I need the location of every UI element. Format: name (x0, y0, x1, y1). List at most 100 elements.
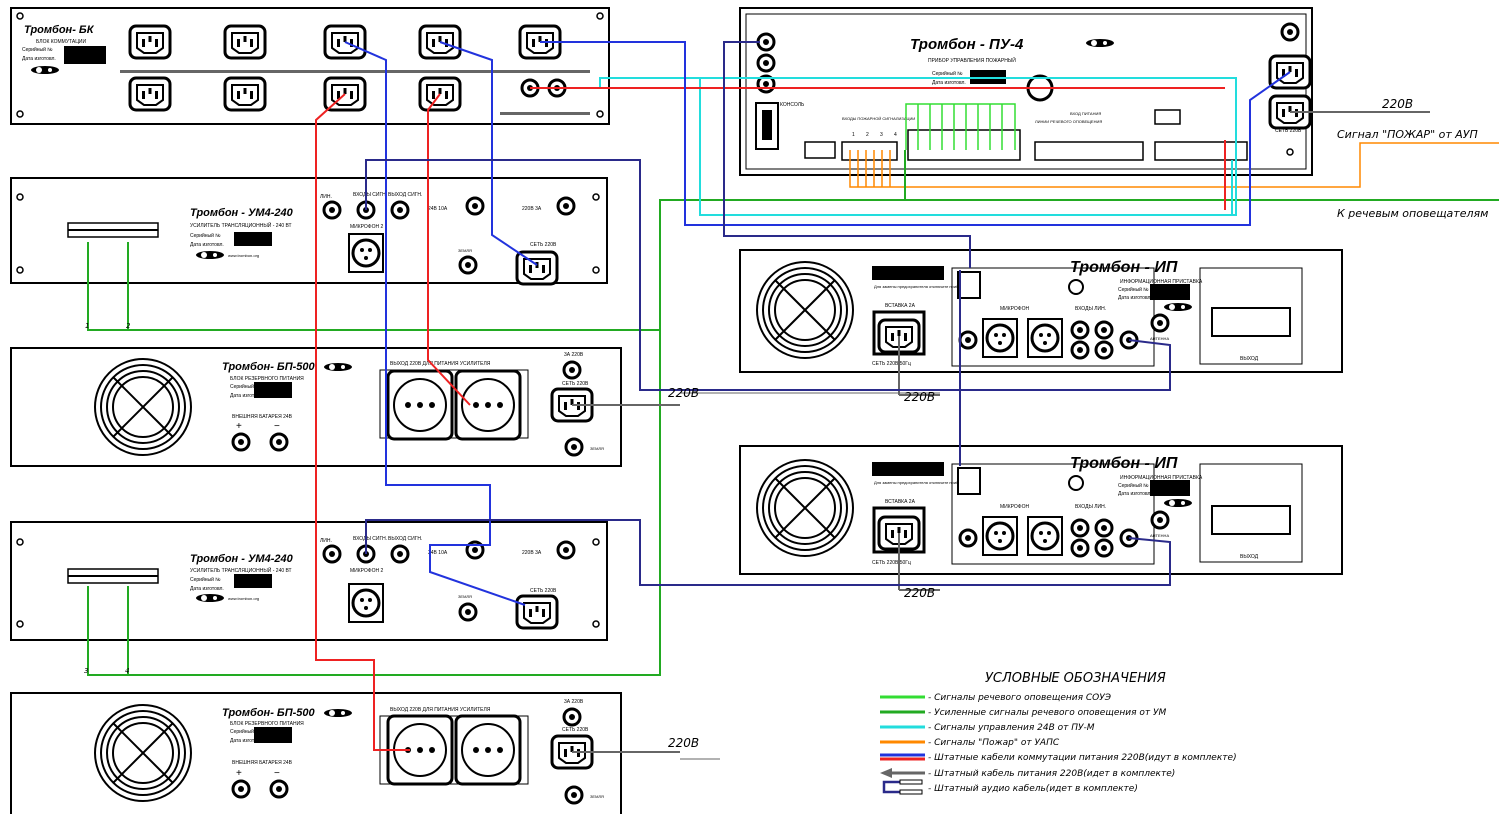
fuse-holder-icon (556, 196, 576, 216)
bp1-net: СЕТЬ 220В (562, 381, 589, 387)
ip1-net: СЕТЬ 220В 50Гц (872, 361, 911, 367)
um2-subtitle: УСИЛИТЕЛЬ ТРАНСЛЯЦИОННЫЙ - 240 ВТ (190, 566, 292, 574)
rca-jack-icon (1070, 340, 1090, 360)
bp1-title: Тромбон- БП-500 (222, 361, 316, 373)
um1-serial: Серийный № (190, 232, 221, 239)
legend-swatch-audio (882, 780, 900, 794)
ip2-title: Тромбон - ИП (1070, 455, 1178, 472)
pu4-serial: Серийный № (932, 70, 963, 77)
xlr-socket-icon (347, 582, 385, 624)
legend-item-1: - Усиленные сигналы речевого оповещения … (928, 708, 1166, 718)
rca-jack-icon (1070, 320, 1090, 340)
bk-title: Тромбон- БК (24, 24, 95, 36)
speaker-output-terminal-icon (1211, 505, 1291, 535)
um2-in-line: ЛИН. (320, 538, 332, 544)
trombon-logo-icon (1164, 303, 1192, 311)
rca-jack-icon (322, 544, 342, 564)
um1-mic: МИКРОФОН 2 (350, 224, 383, 230)
um1-fuse: 220В 3А (522, 206, 542, 212)
bp1-out: ВЫХОД 220В ДЛЯ ПИТАНИЯ УСИЛИТЕЛЯ (390, 361, 491, 367)
rca-jack-icon (1094, 320, 1114, 340)
fuse-holder-icon (556, 540, 576, 560)
trombon-logo-icon (196, 251, 224, 259)
ip1-antenna: АНТЕННА (1150, 336, 1169, 341)
bk-serial: Серийный № (22, 46, 53, 53)
annotation-220v-ip2: 220В (904, 586, 935, 600)
um2-fuse24: 24В 10А (428, 550, 448, 556)
ip2-stereo: ВХОДЫ ЛИН. (1075, 504, 1106, 510)
um2-date: Дата изготовл. (190, 586, 224, 592)
annotation-220v-pu4: 220В (1382, 97, 1413, 111)
ip1-title: Тромбон - ИП (1070, 259, 1178, 276)
ground-terminal-icon (458, 602, 478, 622)
terminal-block-icon (67, 222, 159, 238)
svg-text:4: 4 (894, 132, 897, 138)
um1-ground: ЗЕМЛЯ (458, 248, 472, 253)
bp2-subtitle: БЛОК РЕЗЕРВНОГО ПИТАНИЯ (230, 721, 304, 727)
iec-socket-icon (515, 594, 559, 630)
legend-item-6: - Штатный аудио кабель(идет в комплекте) (928, 784, 1138, 794)
pu4-channel-numbers: 1 2 3 4 (852, 132, 897, 138)
iec-socket-icon (223, 76, 267, 112)
fan-grille-icon (756, 459, 854, 557)
ip2-mic: МИКРОФОН (1000, 504, 1029, 510)
bp2-date: Дата изготовл. (230, 738, 264, 744)
wire-power-blue (344, 41, 1291, 606)
device-um4-240-1: Тромбон - УМ4-240 УСИЛИТЕЛЬ ТРАНСЛЯЦИОНН… (10, 177, 608, 286)
battery-terminal-icon (269, 779, 289, 799)
ip2-output: ВЫХОД (1240, 554, 1259, 560)
rca-jack-icon (390, 200, 410, 220)
wire-audio (365, 41, 1171, 586)
xlr-socket-icon (981, 317, 1019, 359)
svg-text:−: − (274, 421, 280, 432)
fan-grille-icon (756, 261, 854, 359)
svg-text:+: + (236, 768, 242, 779)
svg-text:+: + (236, 421, 242, 432)
device-ip-2: Для замены предохранителя отключите приб… (739, 445, 1343, 575)
annotation-fire-signal: Сигнал "ПОЖАР" от АУП (1337, 128, 1478, 141)
trombon-logo-icon (1164, 499, 1192, 507)
legend-item-2: - Сигналы управления 24В от ПУ-М (928, 723, 1095, 733)
bp1-subtitle: БЛОК РЕЗЕРВНОГО ПИТАНИЯ (230, 376, 304, 382)
antenna-socket-icon (1150, 313, 1170, 333)
ip1-fuse: ВСТАВКА 2А (885, 303, 916, 309)
pu4-title: Тромбон - ПУ-4 (910, 36, 1024, 53)
bk-date: Дата изготовл. (22, 56, 56, 62)
svg-text:3: 3 (880, 132, 883, 138)
bp2-ground: ЗЕМЛЯ (590, 794, 604, 799)
um1-site: www.trombon.org (228, 253, 259, 258)
iec-socket-icon (128, 24, 172, 60)
trombon-logo-icon (196, 594, 224, 602)
pu4-date: Дата изготовл. (932, 80, 966, 86)
svg-text:−: − (274, 768, 280, 779)
um2-title: Тромбон - УМ4-240 (190, 553, 294, 565)
ip2-warning: Для замены предохранителя отключите приб… (874, 480, 977, 485)
ground-terminal-icon (564, 785, 584, 805)
bp1-serial: Серийный № (230, 383, 261, 390)
xlr-socket-icon (1026, 317, 1064, 359)
ip1-output: ВЫХОД (1240, 356, 1259, 362)
rca-jack-icon (390, 544, 410, 564)
annotation-220v-bp2: 220В (668, 736, 699, 750)
terminal-block-icon (67, 568, 159, 584)
wire-num-1: 1 (85, 322, 89, 330)
rca-jack-icon (1094, 518, 1114, 538)
fuse-holder-icon (1280, 22, 1300, 42)
legend-item-0: - Сигналы речевого оповещения СОУЭ (928, 693, 1112, 703)
legend-item-5: - Штатный кабель питания 220В(идет в ком… (928, 769, 1175, 779)
device-pu4: Тромбон - ПУ-4 ПРИБОР УПРАВЛЕНИЯ ПОЖАРНЫ… (739, 7, 1313, 176)
um1-subtitle: УСИЛИТЕЛЬ ТРАНСЛЯЦИОННЫЙ - 240 ВТ (190, 221, 292, 229)
schuko-socket-icon (454, 714, 522, 786)
um1-net: СЕТЬ 220В (530, 242, 557, 248)
annotation-220v-bp1: 220В (668, 386, 699, 400)
pu4-subtitle: ПРИБОР УПРАВЛЕНИЯ ПОЖАРНЫЙ (928, 56, 1016, 64)
annotation-220v-ip1: 220В (904, 390, 935, 404)
um2-net: СЕТЬ 220В (530, 588, 557, 594)
ip1-subtitle: ИНФОРМАЦИОННАЯ ПРИСТАВКА (1120, 279, 1203, 285)
fan-grille-icon (94, 704, 192, 802)
ground-terminal-icon (458, 255, 478, 275)
jack-socket-icon (958, 528, 978, 548)
rca-jack-icon (1094, 340, 1114, 360)
svg-text:2: 2 (866, 132, 869, 138)
